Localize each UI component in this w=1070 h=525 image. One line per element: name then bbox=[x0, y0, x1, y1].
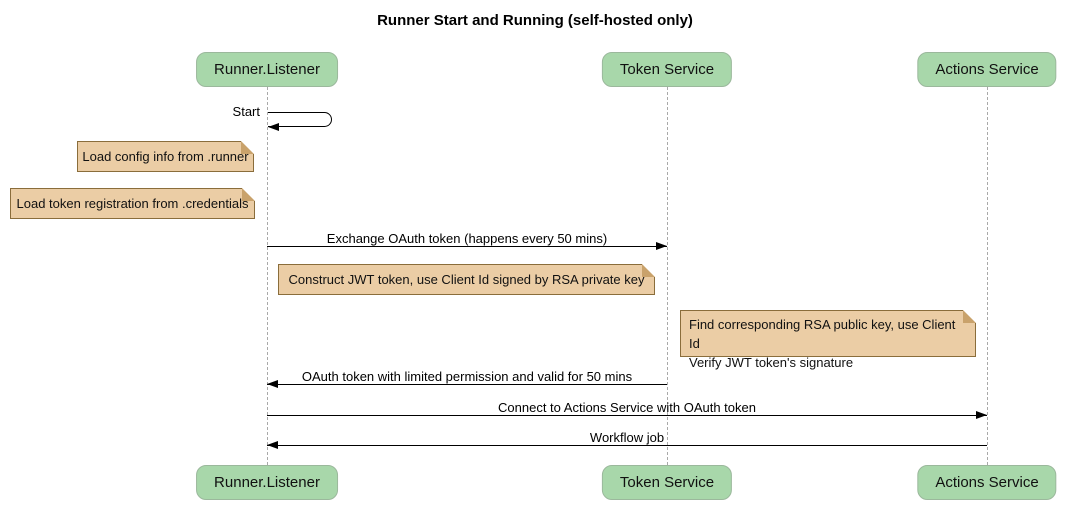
arrowhead-left-icon bbox=[267, 380, 667, 388]
participant-actions-service-bottom: Actions Service bbox=[917, 465, 1057, 500]
message-exchange-oauth-token-label: Exchange OAuth token (happens every 50 m… bbox=[326, 231, 608, 246]
message-exchange-oauth-token: Exchange OAuth token (happens every 50 m… bbox=[267, 231, 667, 250]
note-load-config: Load config info from .runner bbox=[77, 141, 254, 172]
message-oauth-token-returned: OAuth token with limited permission and … bbox=[267, 369, 667, 388]
note-construct-jwt-text: Construct JWT token, use Client Id signe… bbox=[288, 272, 645, 287]
message-oauth-token-returned-label: OAuth token with limited permission and … bbox=[301, 369, 633, 384]
participant-actions-service-top: Actions Service bbox=[917, 52, 1057, 87]
message-workflow-job: Workflow job bbox=[267, 430, 987, 449]
message-connect-actions-service-label: Connect to Actions Service with OAuth to… bbox=[498, 400, 756, 415]
lifeline-runner-listener bbox=[267, 87, 268, 465]
diagram-title: Runner Start and Running (self-hosted on… bbox=[377, 12, 693, 29]
message-connect-actions-service: Connect to Actions Service with OAuth to… bbox=[267, 400, 987, 419]
self-message-start-label: Start bbox=[232, 104, 260, 119]
lifeline-token-service bbox=[667, 87, 668, 465]
participant-runner-listener-bottom: Runner.Listener bbox=[196, 465, 338, 500]
note-verify-jwt: Find corresponding RSA public key, use C… bbox=[680, 310, 976, 370]
arrowhead-right-icon bbox=[267, 411, 987, 419]
lifeline-actions-service bbox=[987, 87, 988, 465]
note-verify-jwt-line2: Verify JWT token's signature bbox=[689, 355, 854, 370]
self-message-start-arrow-icon bbox=[268, 112, 332, 131]
note-construct-jwt: Construct JWT token, use Client Id signe… bbox=[278, 264, 655, 295]
arrowhead-left-icon bbox=[267, 441, 987, 449]
note-verify-jwt-line1: Find corresponding RSA public key, use C… bbox=[689, 317, 956, 351]
participant-runner-listener-top: Runner.Listener bbox=[196, 52, 338, 87]
note-load-token-registration: Load token registration from .credential… bbox=[10, 188, 255, 219]
note-load-token-registration-text: Load token registration from .credential… bbox=[16, 196, 249, 211]
note-load-config-text: Load config info from .runner bbox=[82, 149, 249, 164]
arrowhead-right-icon bbox=[267, 242, 667, 250]
participant-token-service-top: Token Service bbox=[601, 52, 733, 87]
participant-token-service-bottom: Token Service bbox=[601, 465, 733, 500]
message-workflow-job-label: Workflow job bbox=[589, 430, 665, 445]
